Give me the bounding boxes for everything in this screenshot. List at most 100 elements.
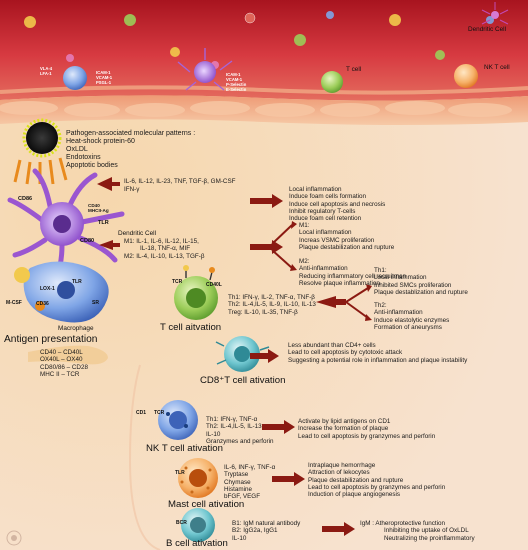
m2-effect: Resolve plaque inflammation [299,279,380,287]
m2-effect: Anti-inflammation [299,265,348,273]
b-cell-antibodies: B1: IgM natural antibody B2: IgG2a, IgG1… [232,520,300,542]
m1-cytokine-line: IL-18, TNF-α, MIF [140,245,191,253]
adhesion-group-1: VLA-4 LFA-1 [40,66,52,76]
adhesion-3-line: ICAM-1 [226,72,241,77]
m-csf-label: M-CSF [6,300,22,306]
cd8-title: CD8⁺T cell ativation [200,375,286,386]
pamp-list: Pathogen-associated molecular patterns :… [66,130,195,170]
pamp-heading: Pathogen-associated molecular patterns : [66,130,196,137]
m2-cytokines: M2: IL-4, IL-10, IL-13, TGF-β [124,252,205,260]
cd86-label: CD86 [18,196,33,202]
th2-effects: Th2: Anti-inflammation Induce elastolyti… [374,302,449,331]
nkt-cytokines: Th1: IFN-γ, TNF-α Th2: IL-4,IL-5, IL-13 … [206,416,274,445]
b-cell-antibody: IL-10 [232,534,247,542]
pamp-item: Endotoxins [66,154,101,161]
dc-effect: Local inflammation [289,186,342,193]
cd8-effect: Lead to cell apoptosis by cytotoxic atta… [288,349,403,357]
mast-mediator: Chymase [224,478,251,486]
antigen-pair: CD80/86 – CD28 [40,363,88,371]
m1-effect: Plaque destabilization and rupture [299,243,395,251]
b-cell-antibody: B1: IgM natural antibody [232,520,301,527]
nkt-cytokine: IL-10 [206,430,221,438]
nk-t-cell-label-top: NK T cell [484,64,510,71]
mast-effects: Intraplaque hemorrhage Attraction of lek… [308,462,445,498]
m1-effect: M1: [299,222,310,229]
m1-effect: Increas VSMC proliferation [299,236,375,244]
cd8-effect: Less abundant than CD4+ cells [288,342,376,349]
mast-effect: Induction of plaque angiogenesis [308,491,401,499]
cd1-label: CD1 [136,410,147,416]
m1-cytokine-line: M1: IL-1, IL-6, IL-12, IL-15, [124,238,199,245]
dc-effect: Induce foam cell retention [289,215,362,223]
antigen-pair: MHC II – TCR [40,370,80,378]
pamp-item: OxLDL [66,146,88,153]
t-cell-title: T cell aitvation [160,322,222,333]
antigen-pairs: CD40 – CD40L OX40L – OX40 CD80/86 – CD28… [40,349,88,378]
adhesion-2-line: PSGL-1 [96,80,112,85]
nkt-title: NK T cell ativation [146,443,223,454]
nkt-cytokine: Th2: IL-4,IL-5, IL-13 [206,423,262,431]
dc-effect: Inhibit regulatory T-cells [289,207,356,215]
m1-effects: M1: Local inflammation Increas VSMC prol… [299,222,394,251]
mast-effect: Lead to cell apoptosis by granzymes and … [308,483,446,491]
nkt-cytokine: Granzymes and perforin [206,437,274,445]
m2-effect: Reducing inflammatory cell recruitmen [299,272,407,280]
mast-title: Mast cell ativation [168,499,245,510]
adhesion-2-line: ICAM-1 [96,70,111,75]
dc-ifn: IFN-γ [124,186,140,193]
t-cell-cytokines: Th1: IFN-γ, IL-2, TNF-α, TNF-β Th2: IL-4… [228,294,316,316]
dc-effect: Induce cell apoptosis and necrosis [289,200,386,208]
th1-effects: Th1: Local inflammation Inhibited SMCs p… [374,267,468,296]
b-cell-title: B cell ativation [166,538,228,549]
th1-effect: Local inflammation [374,274,427,282]
sr-label: SR [92,300,99,306]
antigen-presentation-title: Antigen presentation [4,334,98,345]
dc-effects: Local inflammation Induce foam cells for… [289,186,385,222]
m1-effect: Local inflammation [299,229,352,237]
th2-effect: Th2: [374,302,387,309]
nkt-effect: Increase the formation of plaque [298,425,389,433]
nkt-tcr-label: TCR [154,410,165,416]
cd40l-label: CD40L [206,282,222,288]
mast-mediator: bFGF, VEGF [224,493,261,501]
th1-effect: Plaque destablization and rupture [374,288,468,296]
m2-effect: M2: [299,258,310,265]
th1-effect: Th1: [374,267,387,274]
mast-tlr-label: TLR [175,470,185,476]
dendritic-cell-label-top: Dendritic Cell [468,26,507,33]
th1-cytokines: Th1: IFN-γ, IL-2, TNF-α, TNF-β [228,294,315,301]
mast-effect: Plaque destabilization and rupture [308,476,404,484]
pamp-item: Apoptotic bodies [66,162,118,169]
adhesion-3-line: P-Selectin [226,82,247,87]
th2-effect: Induce elastolytic enzymes [374,316,450,324]
mhcii-label: MHCII-Ag [88,208,109,213]
t-cell-label-top: T cell [346,66,362,73]
antigen-pair: CD40 – CD40L [40,349,83,356]
m1-cytokines: M1: IL-1, IL-6, IL-12, IL-15, IL-18, TNF… [124,238,205,260]
adhesion-group-3: ICAM-1 VCAM-1 P-Selectin E-Selectin [226,72,246,92]
antigen-pair: OX40L – OX40 [40,356,83,364]
igm-effect: Inhibiting the uptake of OxLDL [384,527,469,535]
cd80-label: CD80 [80,238,95,244]
cd36-label: CD36 [36,301,49,307]
nkt-effect: Activate by lipid antigens on CD1 [298,418,391,425]
mac-tlr-label: TLR [72,279,82,285]
adhesion-1-line: VLA-4 [40,66,53,71]
th2-cytokines: Th2: IL-4,IL-5, IL-9, IL-10, IL-13 [228,301,316,309]
dc-tlr-label: TLR [98,220,109,226]
nkt-effects: Activate by lipid antigens on CD1 Increa… [298,418,435,440]
mast-mediators: IL-6, INF-γ, TNF-α Tryptase Chymase Hist… [224,464,275,500]
cd8-effect: Suggesting a potential role in inflammat… [288,356,468,364]
th2-effect: Formation of aneurysms [374,323,442,331]
cd40-label: CD40 [88,203,100,208]
dc-cytokines: IL-6, IL-12, IL-23, TNF, TGF-β, GM-CSF [124,178,236,185]
mast-effect: Attraction of lekocytes [308,469,370,477]
mast-effect: Intraplaque hemorrhage [308,462,376,469]
mast-mediator: IL-6, INF-γ, TNF-α [224,464,276,471]
lox1-label: LOX-1 [40,286,55,292]
cd8-effects: Less abundant than CD4+ cells Lead to ce… [288,342,467,364]
adhesion-group-2: ICAM-1 VCAM-1 PSGL-1 [96,70,112,85]
dendritic-cell-label: Dendritic Cell [118,230,157,237]
adhesion-1-line: LFA-1 [40,71,52,76]
